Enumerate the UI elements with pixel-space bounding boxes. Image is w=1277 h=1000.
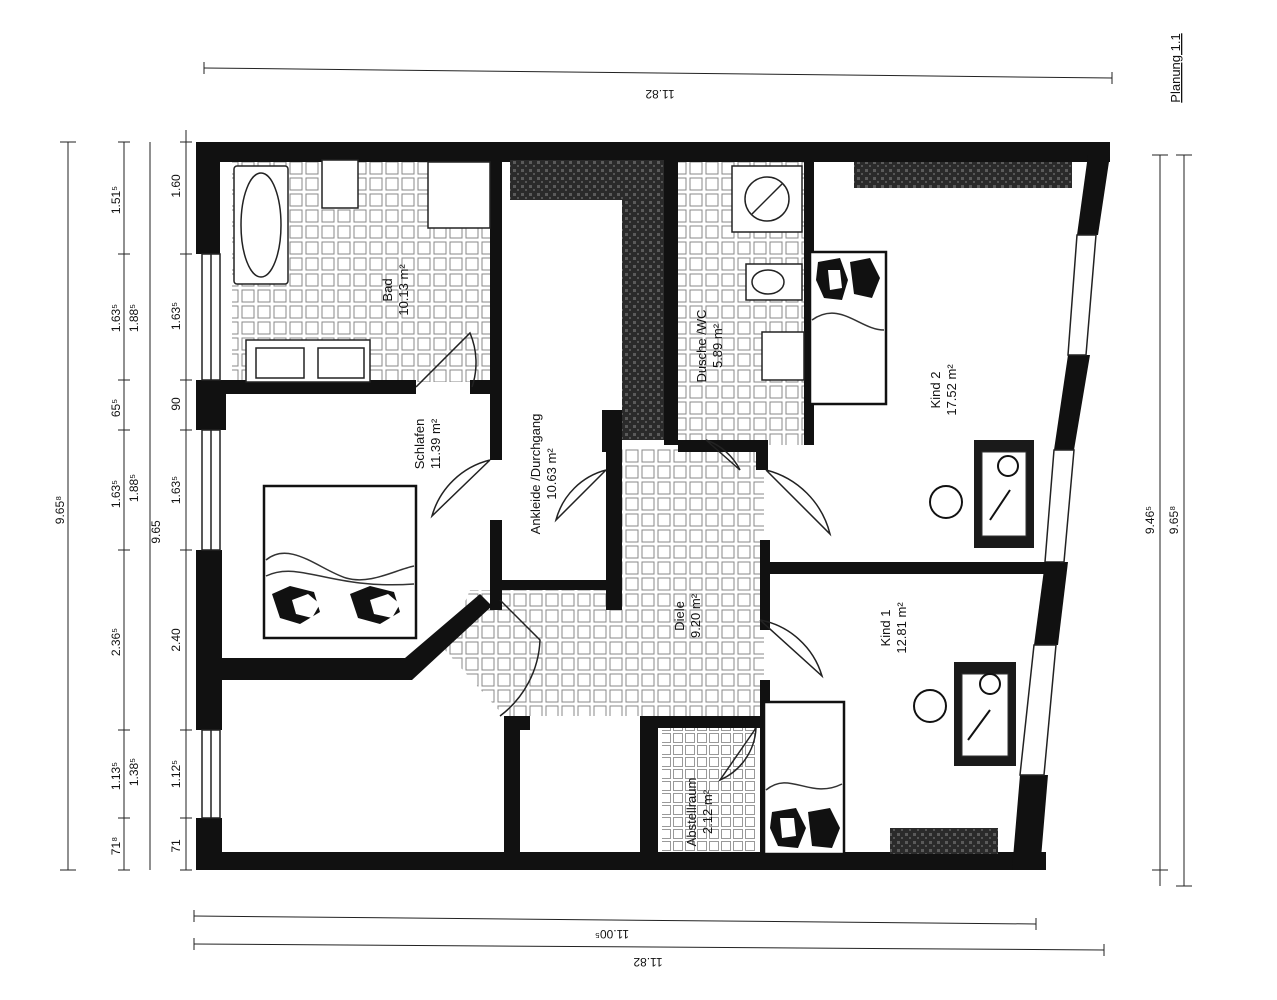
dim-left-outer-3: 1.63⁵ — [109, 480, 123, 508]
dim-left-total: 9.65⁸ — [53, 496, 67, 524]
dim-left-outer-0: 71⁸ — [109, 837, 123, 855]
room-name-kind2: Kind 2 — [928, 372, 943, 409]
outer-walls — [196, 142, 1110, 870]
room-name-dusche: Dusche /WC — [694, 310, 709, 383]
room-name-schlafen: Schlafen — [412, 419, 427, 470]
room-area-ankleide: 10.63 m² — [544, 448, 559, 500]
shower-tray — [427, 161, 491, 229]
door-swings — [415, 331, 832, 782]
room-name-abstellraum: Abstellraum — [684, 778, 699, 847]
bed-kind1 — [762, 700, 846, 856]
dim-bottom-outer: 11.82 — [633, 955, 662, 969]
dim-left-inner-0: 71 — [169, 839, 183, 853]
dim-left-mid-2: 1.88⁵ — [127, 304, 141, 332]
room-name-kind1: Kind 1 — [878, 610, 893, 647]
plan-title: Planung 1.1 — [1168, 33, 1183, 102]
room-name-ankleide: Ankleide /Durchgang — [528, 414, 543, 535]
room-area-kind1: 12.81 m² — [894, 602, 909, 654]
room-name-diele: Diele — [672, 601, 687, 631]
dim-left-inner-6: 1.60 — [169, 174, 183, 198]
room-area-diele: 9.20 m² — [688, 593, 703, 638]
dim-left-outer-1: 1.13⁵ — [109, 762, 123, 790]
dim-left-inner-5: 1.63⁵ — [169, 302, 183, 330]
dimension-ticks-left — [118, 141, 192, 871]
bed-schlafen — [262, 484, 418, 640]
room-area-kind2: 17.52 m² — [944, 364, 959, 416]
dim-bottom-inner: 11.00⁵ — [595, 927, 629, 941]
bathroom-fixtures — [233, 159, 805, 383]
bathtub-basin — [240, 172, 282, 278]
room-name-bad: Bad — [380, 278, 395, 301]
room-area-schlafen: 11.39 m² — [428, 418, 443, 469]
dim-top-width: 11.82 — [645, 87, 674, 101]
dim-left-inner-1: 1.12⁵ — [169, 760, 183, 788]
dim-left-outer-2: 2.36⁵ — [109, 628, 123, 656]
dim-left-outer-5: 1.63⁵ — [109, 304, 123, 332]
dim-left-inner-4: 90 — [169, 397, 183, 411]
bed-kind2 — [808, 250, 888, 406]
windows — [201, 234, 1097, 819]
bath-cabinet — [321, 159, 359, 209]
dim-left-outer-6: 1.51⁵ — [109, 186, 123, 214]
dim-left-mid-1: 1.88⁵ — [127, 474, 141, 502]
wc-sink — [761, 331, 805, 381]
dim-right-inner: 9.46⁵ — [1143, 506, 1157, 534]
desk-kind1 — [913, 662, 1016, 766]
room-area-dusche: 5.89 m² — [710, 323, 725, 368]
dim-left-mid-0: 1.38⁵ — [127, 758, 141, 786]
room-area-abstellraum: 2.12 m² — [700, 789, 715, 834]
room-labels: Bad 10.13 m² Schlafen 11.39 m² Ankleide … — [380, 264, 959, 847]
built-in-cabinets — [510, 160, 1072, 854]
dimension-labels: 11.82 11.00⁵ 11.82 9.65⁸ 71⁸ 1.13⁵ 2.36⁵… — [53, 33, 1183, 969]
room-area-bad: 10.13 m² — [396, 264, 411, 316]
dim-right-outer: 9.65⁸ — [1167, 506, 1181, 534]
dimension-lines — [60, 62, 1192, 956]
dim-left-outer-4: 65⁵ — [109, 399, 123, 417]
dim-left-inner-2: 2.40 — [169, 628, 183, 652]
dim-left-mid-total: 9.65 — [149, 520, 163, 544]
dim-left-inner-3: 1.63⁵ — [169, 476, 183, 504]
desk-kind2 — [929, 440, 1034, 548]
